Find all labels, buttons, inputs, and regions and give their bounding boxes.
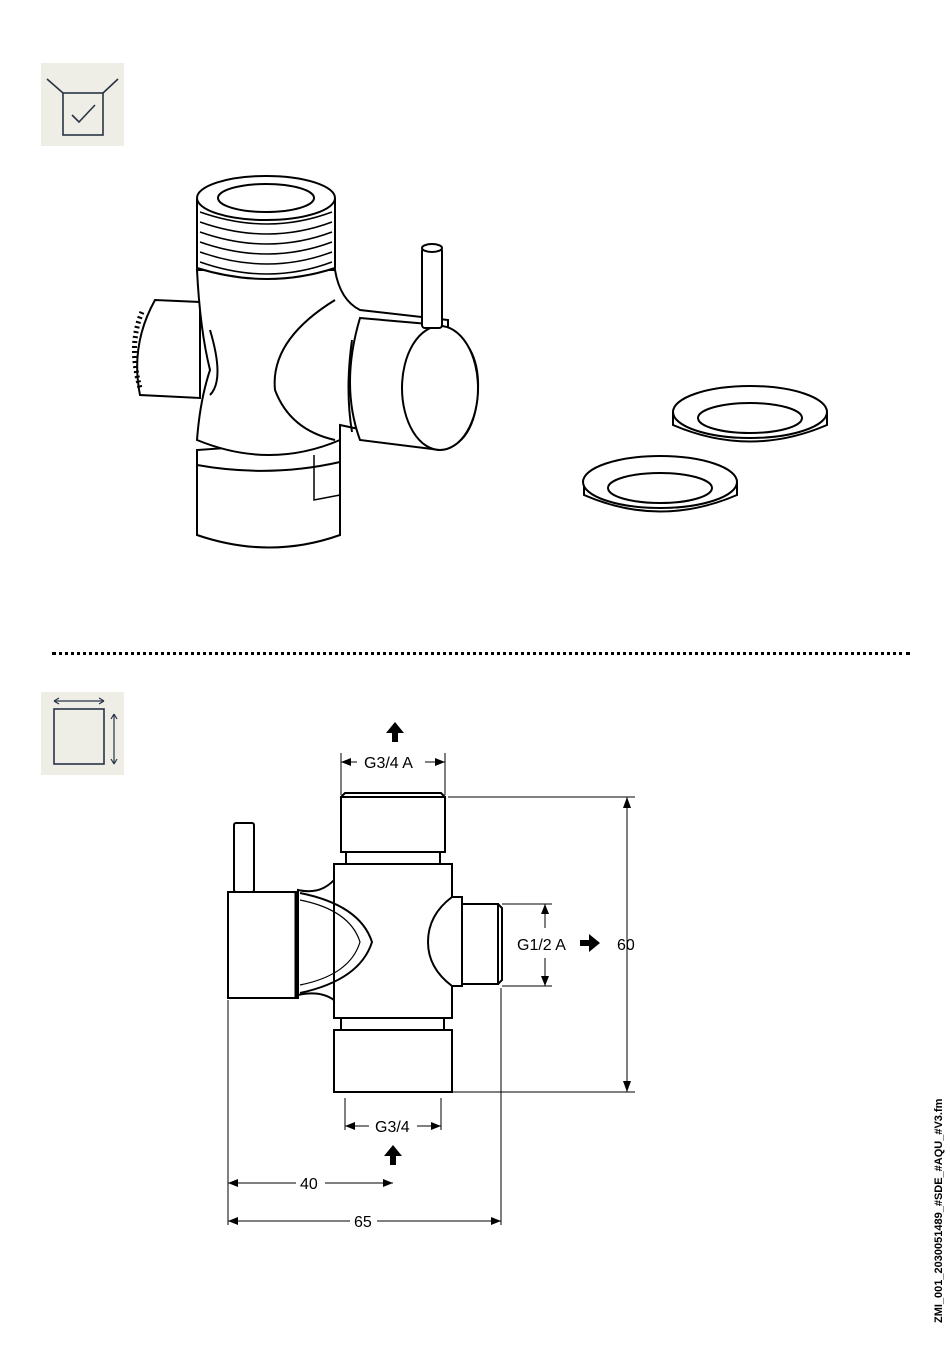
side-thread-label: G1/2 A	[517, 937, 566, 954]
diverter-valve-illustration	[0, 150, 950, 630]
top-thread-label: G3/4 A	[364, 755, 413, 772]
width-to-center-label: 40	[300, 1176, 318, 1193]
file-reference: ZMI_001_2030051489_#SDE_#AQU_#V3.fm	[928, 1045, 948, 1325]
section-divider	[52, 652, 910, 655]
height-label: 60	[617, 937, 635, 954]
overall-width-label: 65	[354, 1214, 372, 1231]
bottom-thread-label: G3/4	[375, 1119, 410, 1136]
dimension-drawing: G3/4 A G1/2 A 60 G3/4 40 65	[0, 700, 950, 1260]
file-reference-text: ZMI_001_2030051489_#SDE_#AQU_#V3.fm	[933, 1098, 945, 1323]
scope-of-delivery-icon	[41, 63, 124, 146]
